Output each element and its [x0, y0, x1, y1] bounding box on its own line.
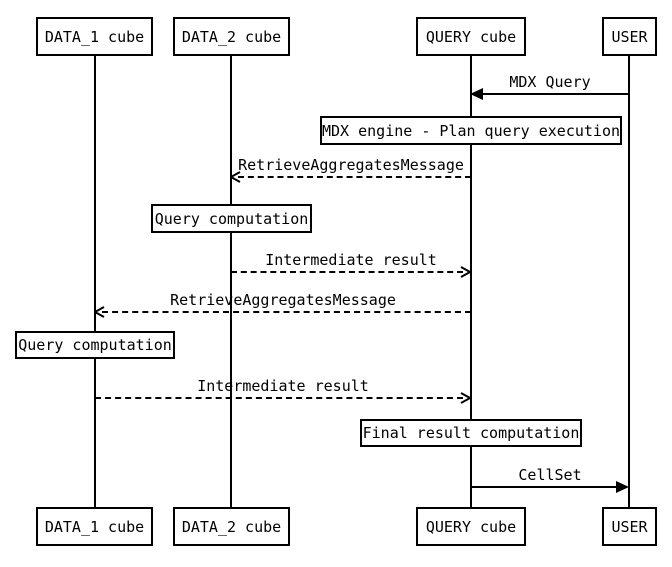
- lifeline-user: [628, 56, 630, 507]
- message-line-intermediate-result-2: [95, 397, 463, 399]
- lifeline-query-cube: [470, 56, 472, 507]
- message-label-mdx-query: MDX Query: [509, 73, 591, 91]
- arrowhead-right-filled-icon: [615, 481, 629, 493]
- actor-box-data1-cube-bottom: DATA_1 cube: [36, 507, 153, 546]
- actor-box-user-bottom: USER: [602, 507, 657, 546]
- arrowhead-left-filled-icon: [470, 88, 484, 100]
- activity-box-query-computation-data2: Query computation: [151, 204, 312, 233]
- message-line-mdx-query: [478, 93, 629, 95]
- lifeline-data2-cube: [230, 56, 232, 507]
- message-line-intermediate-result-1: [231, 271, 463, 273]
- arrowhead-left-open-icon: [228, 171, 242, 183]
- actor-box-data2-cube-top: DATA_2 cube: [173, 17, 290, 56]
- activity-box-final-result-computation: Final result computation: [360, 419, 582, 447]
- lifeline-data1-cube: [94, 56, 96, 507]
- arrowhead-right-open-icon: [459, 392, 473, 404]
- actor-box-user-top: USER: [602, 17, 657, 56]
- actor-box-data2-cube-bottom: DATA_2 cube: [173, 507, 290, 546]
- message-line-retrieve-aggregates-2: [102, 311, 471, 313]
- message-line-cellset: [471, 486, 618, 488]
- actor-box-query-cube-bottom: QUERY cube: [416, 507, 526, 546]
- activity-box-mdx-engine-plan: MDX engine - Plan query execution: [320, 116, 622, 145]
- message-label-intermediate-result-1: Intermediate result: [265, 251, 437, 269]
- message-label-intermediate-result-2: Intermediate result: [197, 377, 369, 395]
- actor-box-data1-cube-top: DATA_1 cube: [36, 17, 153, 56]
- arrowhead-left-open-icon: [92, 306, 106, 318]
- message-label-retrieve-aggregates-1: RetrieveAggregatesMessage: [238, 156, 464, 174]
- message-label-retrieve-aggregates-2: RetrieveAggregatesMessage: [170, 291, 396, 309]
- activity-box-query-computation-data1: Query computation: [15, 331, 175, 359]
- arrowhead-right-open-icon: [459, 266, 473, 278]
- message-line-retrieve-aggregates-1: [238, 176, 471, 178]
- actor-box-query-cube-top: QUERY cube: [416, 17, 526, 56]
- message-label-cellset: CellSet: [518, 466, 582, 484]
